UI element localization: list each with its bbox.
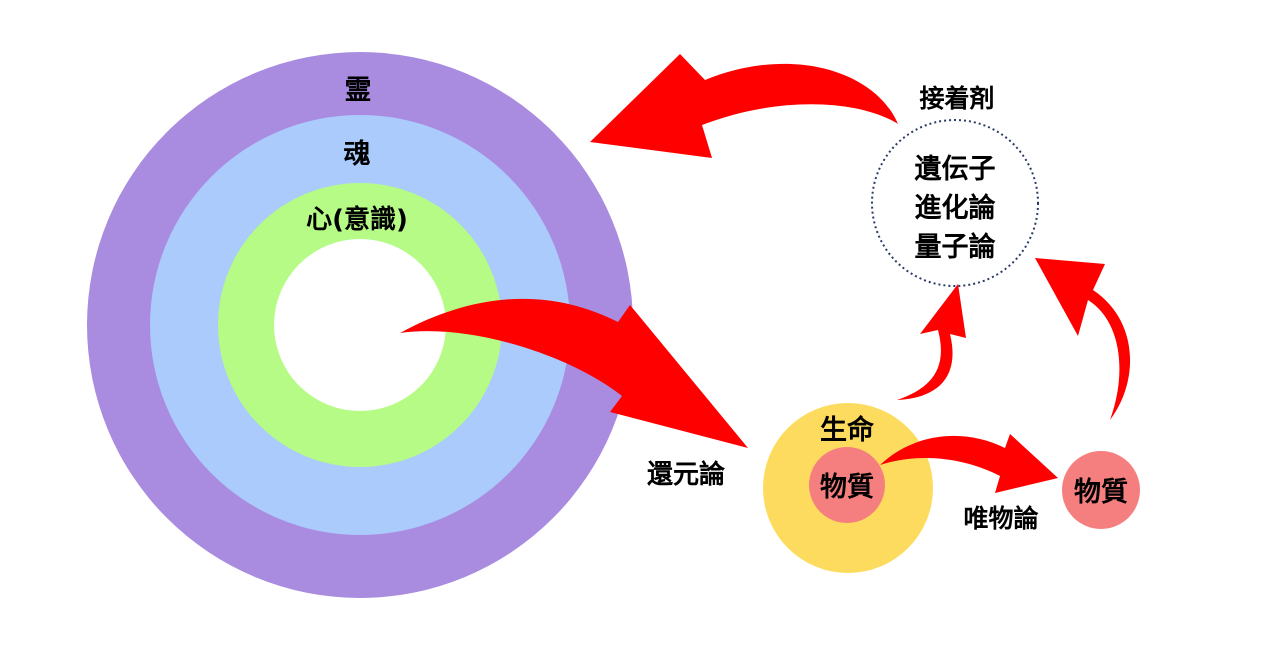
- label-mind: 心(意識): [306, 204, 408, 235]
- label-spirit: 霊: [345, 75, 372, 106]
- arrow-matter-to-glue: [1035, 258, 1131, 420]
- arrow-reductionism: [400, 298, 748, 448]
- arrow-life-to-glue: [897, 284, 966, 400]
- label-glue-line-1: 遺伝子: [915, 154, 996, 185]
- ring-center: [274, 239, 446, 411]
- label-life-matter: 物質: [820, 472, 874, 503]
- glue-circle: [871, 119, 1039, 287]
- label-reductionism: 還元論: [647, 459, 726, 490]
- arrow-materialism: [880, 434, 1058, 493]
- label-life: 生命: [820, 414, 875, 446]
- matter-circle: [1062, 451, 1140, 529]
- life-matter-circle: [809, 447, 885, 523]
- label-glue-line-2: 進化論: [915, 192, 996, 224]
- label-glue-line-3: 量子論: [915, 231, 996, 263]
- label-matter: 物質: [1074, 477, 1128, 508]
- label-glue-title: 接着剤: [919, 84, 994, 113]
- label-soul: 魂: [344, 139, 371, 170]
- arrow-glue-to-rings: [590, 54, 898, 158]
- label-materialism: 唯物論: [963, 504, 1039, 533]
